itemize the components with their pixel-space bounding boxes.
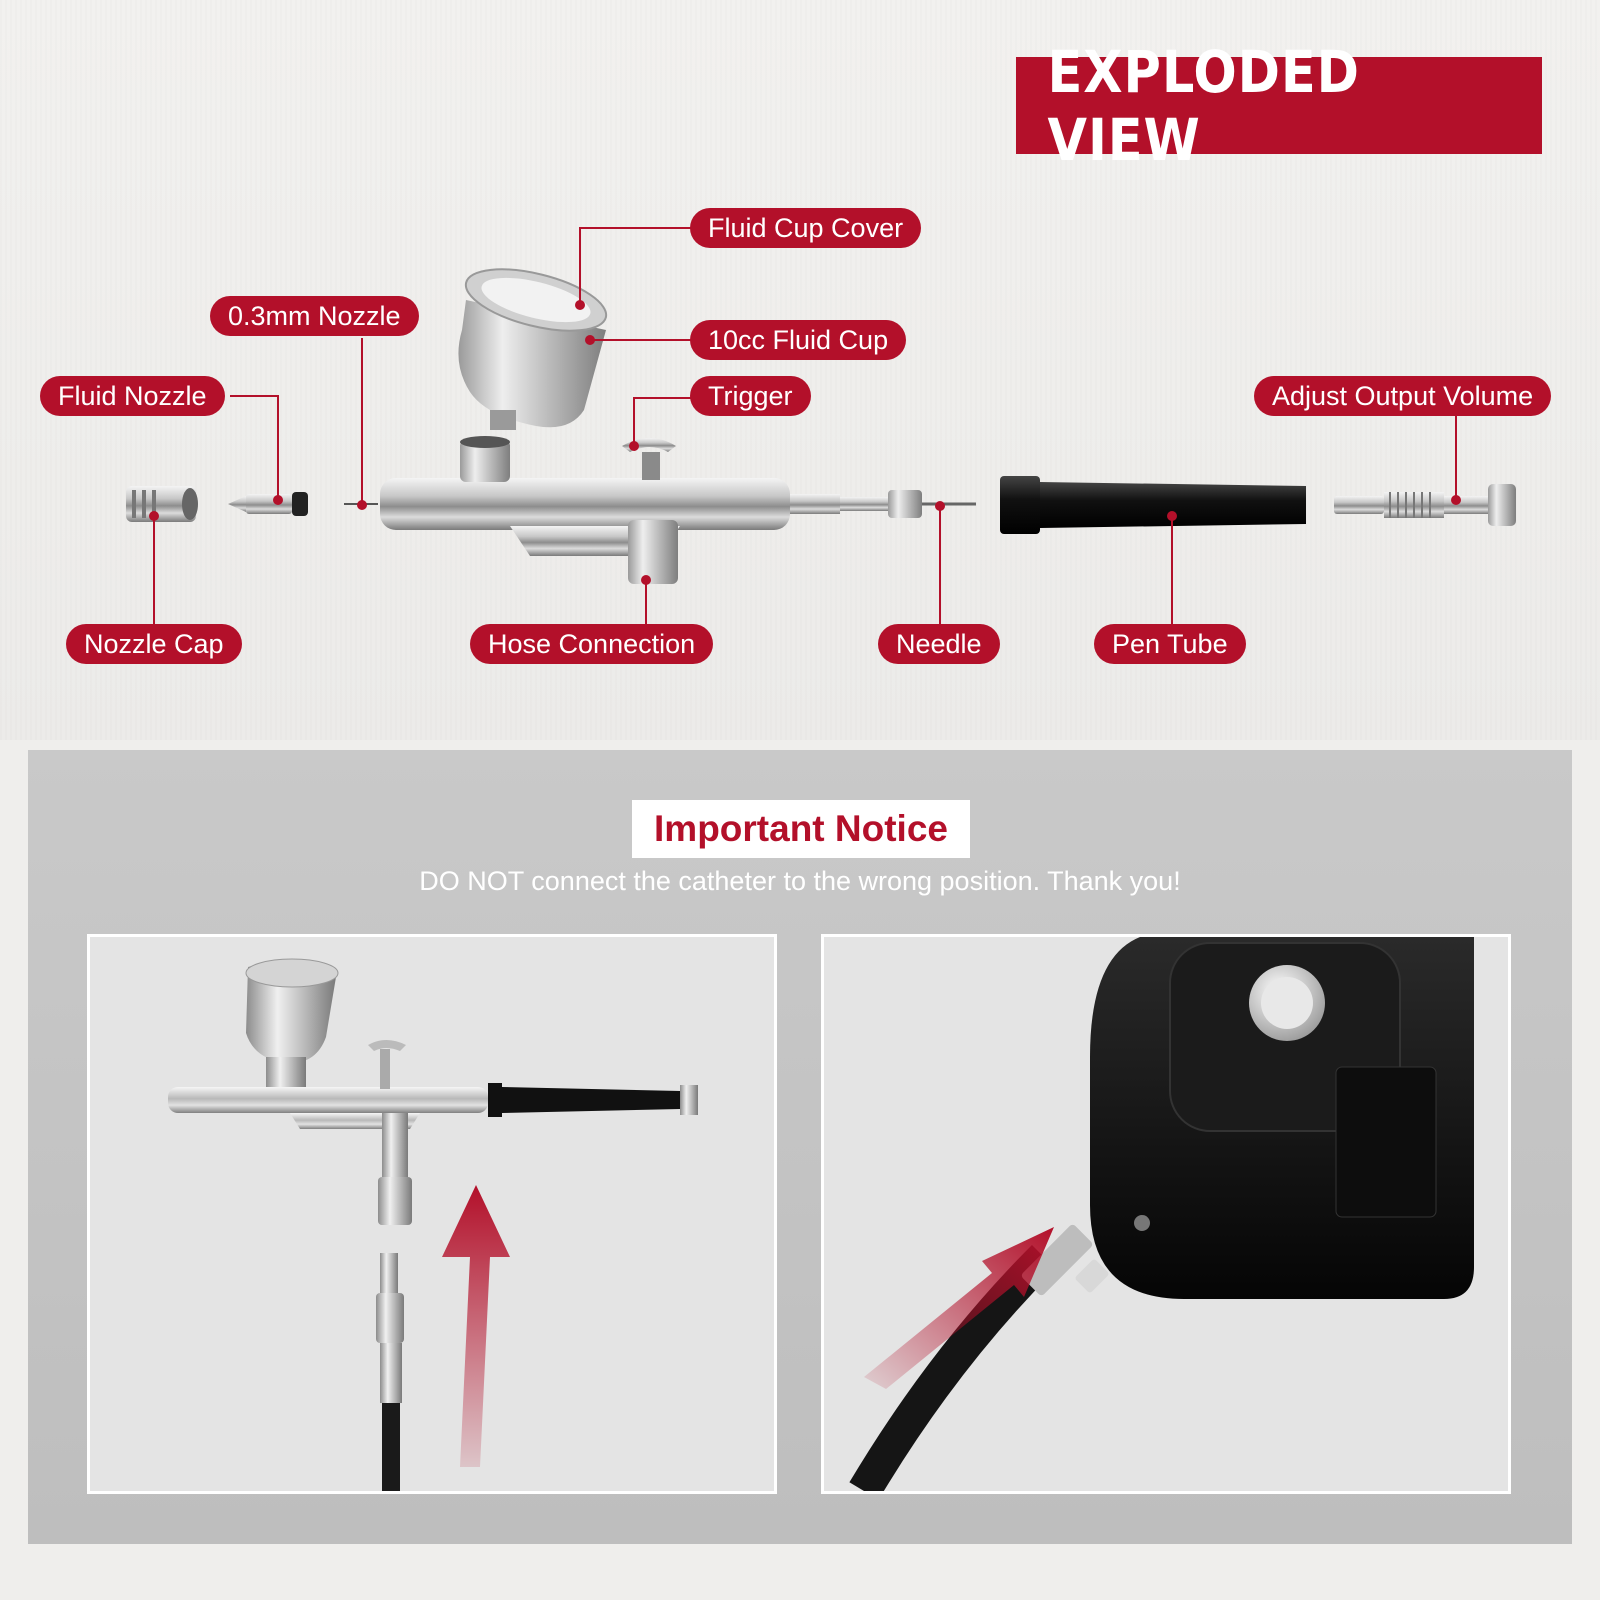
red-arrow-icon: [442, 1185, 510, 1467]
airbrush-hose-illustration: [168, 958, 698, 1491]
label-nozzle-cap: Nozzle Cap: [66, 624, 242, 664]
adjust-output-part: [1334, 484, 1516, 526]
fluid-cup-part: [458, 268, 608, 430]
label-trigger: Trigger: [690, 376, 811, 416]
panel-compressor-hose: [821, 934, 1511, 1494]
leader-lines: [153, 227, 1457, 624]
label-fluid-cup-cover: Fluid Cup Cover: [690, 208, 922, 248]
label-fluid-nozzle: Fluid Nozzle: [40, 376, 225, 416]
airbrush-body-part: [380, 436, 976, 584]
notice-text: DO NOT connect the catheter to the wrong…: [419, 866, 1181, 896]
exploded-view-title-text: EXPLODED VIEW: [1047, 37, 1360, 174]
notice-title: Important Notice: [632, 800, 970, 858]
label-fluid-cup: 10cc Fluid Cup: [690, 320, 907, 360]
compressor-hose-illustration: [849, 937, 1474, 1491]
label-adjust-output-volume: Adjust Output Volume: [1254, 376, 1552, 416]
label-nozzle-03mm: 0.3mm Nozzle: [210, 296, 419, 336]
leader-dots: [149, 300, 1461, 585]
pen-tube-part: [1000, 476, 1306, 534]
notice-title-text: Important Notice: [654, 808, 948, 849]
label-hose-connection: Hose Connection: [470, 624, 714, 664]
red-arrow-icon-2: [864, 1227, 1054, 1389]
label-needle: Needle: [878, 624, 1000, 664]
nozzle-cap-part: [126, 486, 198, 522]
label-pen-tube: Pen Tube: [1094, 624, 1246, 664]
exploded-view-title: EXPLODED VIEW: [1016, 38, 1542, 174]
exploded-diagram: [126, 227, 1516, 624]
fluid-nozzle-part: [228, 492, 308, 516]
panel-airbrush-hose: [87, 934, 777, 1494]
